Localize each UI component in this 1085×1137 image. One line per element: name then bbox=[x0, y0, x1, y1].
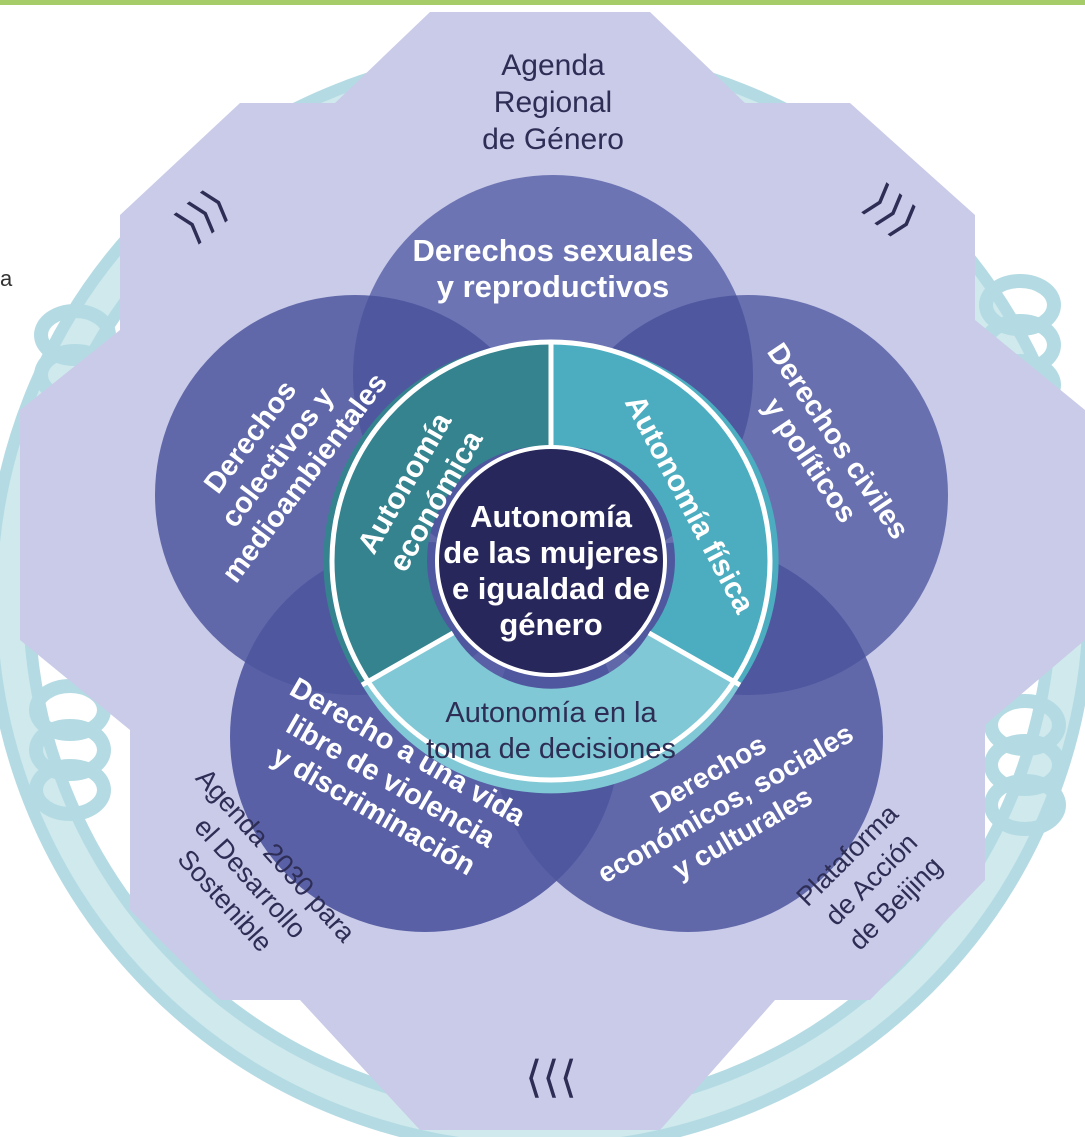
chain-knot-loop bbox=[29, 679, 111, 741]
chain-knot-loop bbox=[979, 274, 1061, 336]
label-derechos-sexuales: Derechos sexuales y reproductivos bbox=[413, 233, 694, 304]
chain-knot-loop bbox=[984, 734, 1066, 796]
chevrons-bottom-icon: ⟨⟨⟨ bbox=[525, 1053, 577, 1102]
label-autonomia-decisiones: Autonomía en la toma de decisiones bbox=[426, 697, 676, 765]
agenda-regional-line-3: de Género bbox=[482, 123, 624, 156]
chain-knot-loop bbox=[29, 759, 111, 821]
center-line-1: Autonomía bbox=[470, 499, 633, 534]
autonomia-decisiones-line-2: toma de decisiones bbox=[426, 733, 676, 765]
derechos-sexuales-line-2: y reproductivos bbox=[437, 269, 670, 304]
agenda-regional-line-1: Agenda bbox=[501, 49, 605, 82]
chain-knot-loop bbox=[984, 694, 1066, 756]
cropped-margin-text: a bbox=[0, 266, 13, 291]
center-line-2: de las mujeres bbox=[443, 535, 658, 570]
chain-knot-loop bbox=[984, 774, 1066, 836]
framework-agenda-regional: Agenda Regional de Género bbox=[482, 49, 624, 156]
chain-knot-loop bbox=[34, 304, 116, 366]
center-circle bbox=[435, 445, 667, 677]
agenda-regional-line-2: Regional bbox=[494, 86, 612, 119]
autonomia-decisiones-line-1: Autonomía en la bbox=[445, 697, 657, 729]
segment-autonomia-decisiones bbox=[362, 633, 740, 794]
label-center: Autonomía de las mujeres e igualdad de g… bbox=[443, 499, 658, 642]
derechos-sexuales-line-1: Derechos sexuales bbox=[413, 233, 694, 268]
center-line-3: e igualdad de bbox=[452, 571, 650, 606]
center-line-4: género bbox=[499, 607, 602, 642]
top-accent-bar bbox=[0, 0, 1085, 5]
chain-knot-loop bbox=[29, 719, 111, 781]
segment-dividers bbox=[329, 339, 773, 783]
autonomy-ring bbox=[323, 339, 779, 794]
